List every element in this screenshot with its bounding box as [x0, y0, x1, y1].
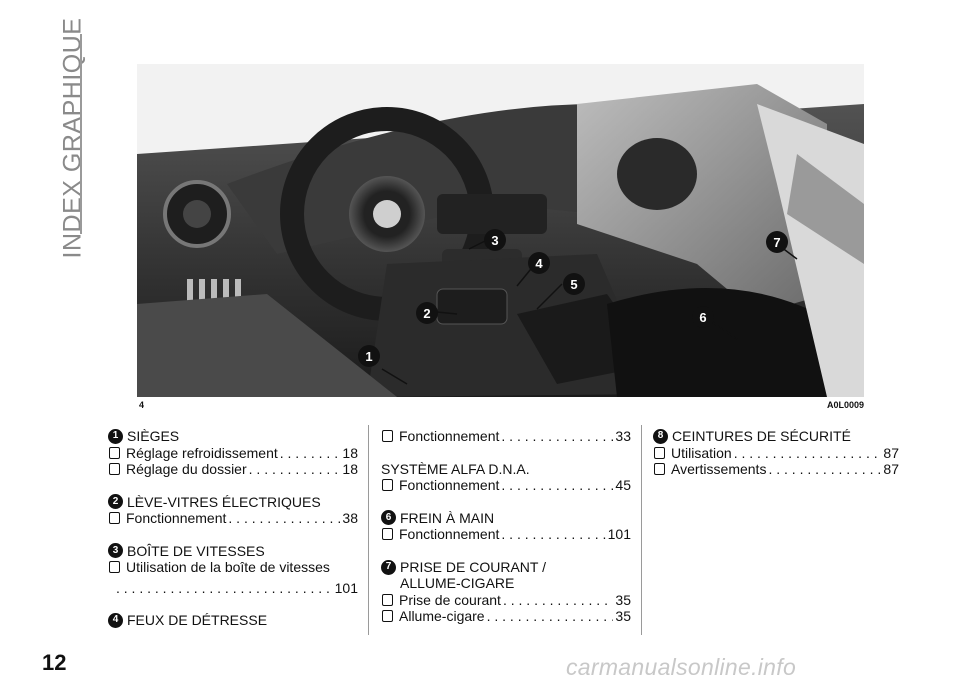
- page-reference-icon: [382, 528, 393, 540]
- page-reference-icon: [109, 512, 120, 524]
- section-heading: 4 FEUX DE DÉTRESSE: [108, 612, 358, 629]
- interior-figure: 1 2 3 4 5 6 7: [137, 64, 864, 397]
- section-heading: 8 CEINTURES DE SÉCURITÉ: [653, 428, 899, 445]
- section-title: BOÎTE DE VITESSES: [127, 542, 265, 559]
- page-reference-icon: [654, 446, 665, 459]
- column-divider: [641, 425, 642, 635]
- index-entry[interactable]: Fonctionnement 101: [381, 526, 631, 543]
- index-entry[interactable]: Avertissements 87: [653, 461, 899, 478]
- page-reference-icon: [109, 561, 120, 573]
- number-badge: 6: [381, 510, 396, 526]
- index-entry[interactable]: Prise de courant 35: [381, 592, 631, 609]
- svg-text:4: 4: [535, 256, 543, 271]
- page-reference-icon: [382, 430, 393, 442]
- car-interior-illustration: 1 2 3 4 5 6 7: [137, 64, 864, 397]
- index-column-3: 8 CEINTURES DE SÉCURITÉ Utilisation 87 A…: [653, 428, 899, 478]
- section-heading: 7 PRISE DE COURANT / ALLUME-CIGARE: [381, 559, 631, 592]
- index-entry[interactable]: Utilisation 87: [653, 445, 899, 462]
- page-reference-icon: [382, 479, 393, 491]
- figure-caption-right: A0L0009: [826, 400, 864, 410]
- section-title: FEUX DE DÉTRESSE: [127, 612, 268, 628]
- section-heading: 1 SIÈGES: [108, 428, 358, 445]
- page-reference-icon: [382, 610, 393, 622]
- index-entry[interactable]: Utilisation de la boîte de vitesses: [108, 559, 358, 576]
- index-column-1: 1 SIÈGES Réglage refroidissement 18 Régl…: [108, 428, 358, 629]
- page-reference-icon: [109, 463, 120, 475]
- section-title: CEINTURES DE SÉCURITÉ: [672, 428, 851, 444]
- svg-text:2: 2: [423, 306, 430, 321]
- page-reference-icon: [382, 593, 393, 606]
- page-number: 12: [42, 650, 67, 675]
- svg-text:6: 6: [699, 310, 706, 325]
- number-badge: 7: [381, 559, 396, 575]
- index-entry[interactable]: Allume-cigare 35: [381, 608, 631, 625]
- section-heading: 3 BOÎTE DE VITESSES: [108, 543, 358, 560]
- svg-text:3: 3: [491, 233, 498, 248]
- figure-caption-left: 4: [139, 400, 145, 410]
- number-badge: 8: [653, 428, 668, 444]
- index-entry[interactable]: Fonctionnement 38: [108, 510, 358, 527]
- section-title: PRISE DE COURANT / ALLUME-CIGARE: [400, 558, 546, 592]
- side-rule: [80, 34, 82, 234]
- svg-text:7: 7: [773, 235, 780, 250]
- section-title: FREIN À MAIN: [400, 509, 495, 526]
- index-entry-continuation: 101: [108, 580, 358, 597]
- column-divider: [368, 425, 369, 635]
- page-reference-icon: [654, 463, 665, 475]
- side-title: INDEX GRAPHIQUE: [58, 17, 87, 258]
- index-entry[interactable]: Fonctionnement 45: [381, 477, 631, 494]
- watermark: carmanualsonline.info: [566, 654, 797, 680]
- section-heading: 2 LÈVE-VITRES ÉLECTRIQUES: [108, 494, 358, 511]
- index-column-2: Fonctionnement 33 SYSTÈME ALFA D.N.A. Fo…: [381, 428, 631, 625]
- svg-text:1: 1: [365, 349, 372, 364]
- index-entry[interactable]: Fonctionnement 33: [381, 428, 631, 445]
- index-entry[interactable]: Réglage refroidissement 18: [108, 445, 358, 462]
- number-badge: 1: [108, 428, 123, 444]
- section-title: SIÈGES: [127, 428, 180, 444]
- number-badge: 4: [108, 612, 123, 628]
- section-heading: SYSTÈME ALFA D.N.A.: [381, 460, 530, 477]
- page-reference-icon: [109, 446, 120, 459]
- number-badge: 3: [108, 543, 123, 559]
- svg-text:5: 5: [570, 277, 577, 292]
- section-heading: 6 FREIN À MAIN: [381, 510, 631, 527]
- number-badge: 2: [108, 494, 123, 510]
- section-title: LÈVE-VITRES ÉLECTRIQUES: [127, 493, 321, 510]
- index-entry[interactable]: Réglage du dossier 18: [108, 461, 358, 478]
